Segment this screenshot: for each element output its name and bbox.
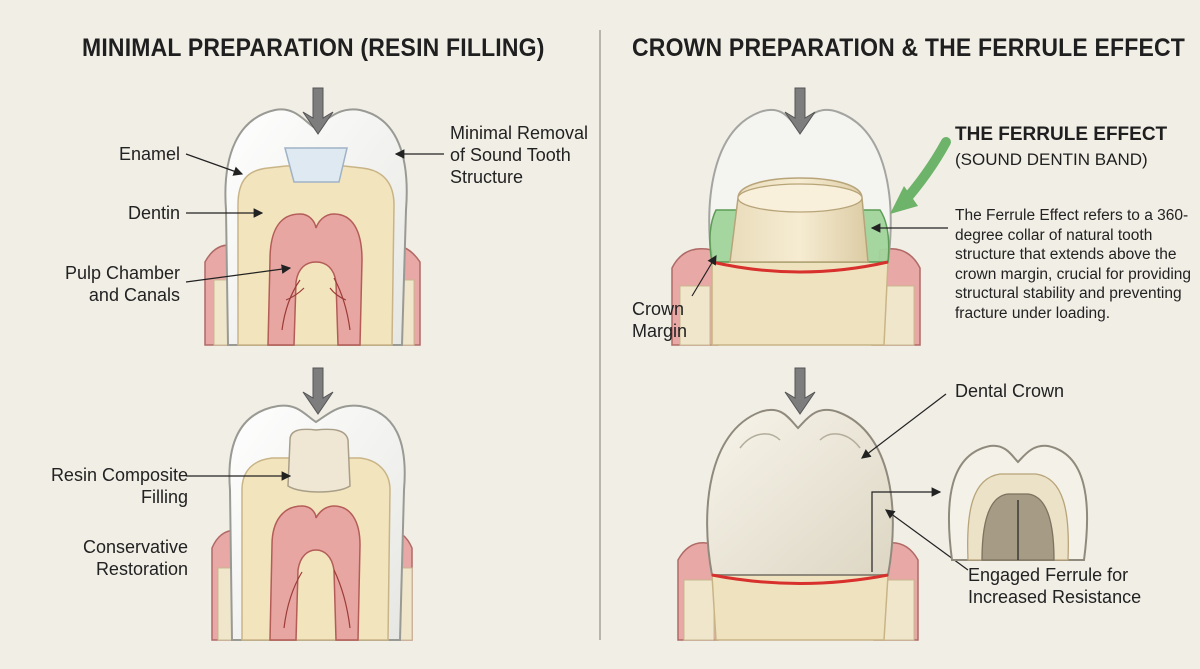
label-enamel: Enamel bbox=[118, 144, 180, 164]
cavity-prep bbox=[284, 147, 348, 183]
leader-to-cross-section bbox=[871, 487, 942, 572]
leader-dental-crown bbox=[861, 393, 947, 459]
left-top-tooth bbox=[204, 87, 421, 346]
label-pulp-line2: and Canals bbox=[88, 285, 180, 305]
crown-margin-line bbox=[711, 260, 889, 274]
resin-filling bbox=[287, 428, 351, 493]
leader-enamel bbox=[185, 153, 244, 176]
label-resin-line1: Resin Composite bbox=[50, 465, 188, 485]
dental-crown-shape bbox=[706, 409, 894, 576]
label-removal-line2: of Sound Tooth bbox=[450, 145, 571, 165]
pressure-arrow-3 bbox=[784, 87, 816, 135]
right-panel-title: CROWN PREPARATION & THE FERRULE EFFECT bbox=[632, 34, 1186, 62]
root-base bbox=[711, 261, 889, 346]
label-resin-line2: Filling bbox=[140, 487, 188, 507]
right-bottom-tooth bbox=[677, 367, 919, 641]
label-pulp-line1: Pulp Chamber bbox=[64, 263, 180, 283]
ferrule-heading: THE FERRULE EFFECT bbox=[955, 124, 1168, 145]
label-conservative-line2: Restoration bbox=[95, 559, 188, 579]
pressure-arrow-1 bbox=[302, 87, 334, 135]
ferrule-subheading: (SOUND DENTIN BAND) bbox=[955, 150, 1148, 169]
label-dental-crown: Dental Crown bbox=[955, 381, 1065, 401]
leader-crown-margin bbox=[691, 254, 717, 297]
label-dentin: Dentin bbox=[127, 203, 180, 223]
label-crown-margin-line2: Margin bbox=[632, 321, 688, 341]
left-bottom-tooth bbox=[211, 367, 413, 641]
pulp-shape bbox=[267, 213, 363, 346]
leader-pulp bbox=[185, 264, 292, 283]
label-engaged-line2: Increased Resistance bbox=[968, 587, 1142, 607]
right-top-tooth bbox=[671, 87, 921, 346]
label-engaged-line1: Engaged Ferrule for bbox=[968, 565, 1129, 585]
label-removal-line3: Structure bbox=[450, 167, 524, 187]
left-panel-title: MINIMAL PREPARATION (RESIN FILLING) bbox=[82, 34, 545, 62]
pressure-arrow-2 bbox=[302, 367, 334, 415]
label-crown-margin-line1: Crown bbox=[632, 299, 685, 319]
ferrule-description: The Ferrule Effect refers to a 360-degre… bbox=[955, 207, 1192, 322]
label-removal-line1: Minimal Removal bbox=[450, 123, 589, 143]
label-conservative-line1: Conservative bbox=[82, 537, 188, 557]
pressure-arrow-4 bbox=[784, 367, 816, 415]
